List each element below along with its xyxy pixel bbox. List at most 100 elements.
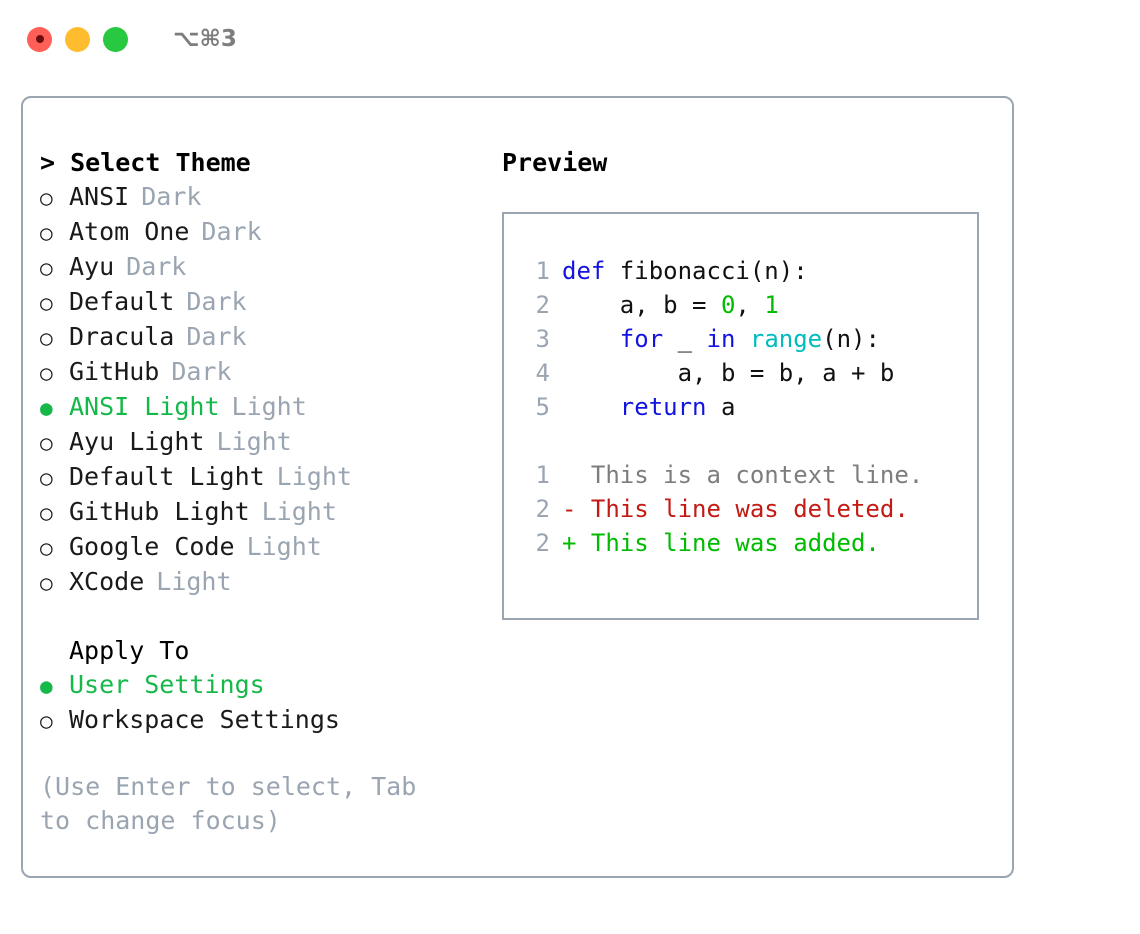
theme-option-label: Ayu: [69, 252, 115, 281]
diff-line-text-del: - This line was deleted.: [562, 495, 909, 523]
theme-option-label: GitHub: [69, 357, 160, 386]
radio-unselected-icon: ○: [40, 709, 53, 733]
diff-line-number: 2: [535, 529, 550, 557]
apply-to-option-label: Workspace Settings: [69, 705, 340, 734]
theme-option-variant-tag: Dark: [186, 287, 247, 316]
maximize-button-icon[interactable]: [103, 26, 128, 52]
title-bar: ⌥⌘3: [0, 0, 1140, 78]
radio-unselected-icon: ○: [40, 361, 53, 385]
code-token-id: ,: [735, 291, 765, 319]
theme-option-variant-tag: Light: [216, 427, 292, 456]
theme-option-github[interactable]: ○ GitHub Dark: [40, 355, 500, 390]
keyboard-shortcut-label: ⌥⌘3: [173, 26, 237, 52]
theme-option-variant-tag: Dark: [201, 217, 262, 246]
code-line-number: 2: [535, 291, 550, 319]
minimize-button-icon[interactable]: [65, 26, 90, 52]
theme-option-label: ANSI Light: [69, 392, 220, 421]
close-button-icon[interactable]: [27, 26, 52, 52]
apply-to-list: ●User Settings ○ Workspace Settings: [40, 668, 500, 738]
theme-option-variant-tag: Dark: [186, 322, 247, 351]
code-token-id: (n):: [822, 325, 880, 353]
theme-option-label: Ayu Light: [69, 427, 205, 456]
radio-unselected-icon: ○: [40, 571, 53, 595]
code-line: 2 a, b = 0, 1: [522, 288, 977, 322]
code-line-number: 3: [535, 325, 550, 353]
diff-line: 2 + This line was added.: [522, 526, 977, 560]
code-token-id: a: [706, 393, 736, 421]
apply-to-option-workspace-settings[interactable]: ○ Workspace Settings: [40, 703, 500, 738]
keyboard-hint: (Use Enter to select, Tab to change focu…: [40, 772, 417, 835]
code-token-num: 0: [720, 291, 736, 319]
diff-line-text-ctx: This is a context line.: [562, 461, 924, 489]
diff-line-text-add: + This line was added.: [562, 529, 880, 557]
code-line-number: 1: [535, 257, 550, 285]
theme-option-ansi-light[interactable]: ● ANSI Light Light: [40, 390, 500, 425]
theme-option-variant-tag: Dark: [126, 252, 187, 281]
code-line: 1 def fibonacci(n):: [522, 254, 977, 288]
theme-option-label: Default: [69, 287, 175, 316]
radio-selected-icon: ●: [40, 396, 53, 420]
code-token-id: fibonacci(n):: [605, 257, 808, 285]
radio-unselected-icon: ○: [40, 256, 53, 280]
theme-option-label: GitHub Light: [69, 497, 250, 526]
theme-option-variant-tag: Dark: [141, 182, 202, 211]
code-token-fn: range: [749, 325, 823, 353]
theme-option-variant-tag: Light: [276, 462, 352, 491]
theme-option-ayu-light[interactable]: ○ Ayu Light Light: [40, 425, 500, 460]
radio-unselected-icon: ○: [40, 431, 53, 455]
diff-line-number: 2: [535, 495, 550, 523]
code-line: 3 for _ in range(n):: [522, 322, 977, 356]
diff-gap: [522, 424, 977, 458]
code-line-text: a, b = 0, 1: [562, 288, 779, 322]
radio-unselected-icon: ○: [40, 536, 53, 560]
theme-option-variant-tag: Light: [231, 392, 307, 421]
code-line-text: def fibonacci(n):: [562, 254, 808, 288]
list-spacer: [40, 600, 500, 634]
diff-line: 1 This is a context line.: [522, 458, 977, 492]
code-token-id: [562, 393, 620, 421]
code-token-kw: return: [619, 393, 707, 421]
select-theme-header: > Select Theme: [40, 148, 251, 177]
close-focus-dot: [35, 35, 44, 43]
radio-unselected-icon: ○: [40, 221, 53, 245]
code-line: 5 return a: [522, 390, 977, 424]
theme-option-label: Dracula: [69, 322, 175, 351]
theme-option-default[interactable]: ○ Default Dark: [40, 285, 500, 320]
radio-unselected-icon: ○: [40, 291, 53, 315]
radio-unselected-icon: ○: [40, 501, 53, 525]
theme-option-dracula[interactable]: ○ Dracula Dark: [40, 320, 500, 355]
apply-to-header: Apply To: [69, 636, 190, 665]
code-line: 4 a, b = b, a + b: [522, 356, 977, 390]
apply-to-option-user-settings[interactable]: ●User Settings: [40, 668, 500, 703]
code-token-id: _: [663, 325, 707, 353]
code-token-id: a, b = b, a + b: [562, 359, 895, 387]
apply-to-option-label: User Settings: [69, 670, 265, 699]
code-line-text: return a: [562, 390, 736, 424]
theme-option-variant-tag: Dark: [171, 357, 232, 386]
code-line-text: a, b = b, a + b: [562, 356, 895, 390]
theme-option-label: ANSI: [69, 182, 130, 211]
code-token-kw: def: [562, 257, 606, 285]
radio-unselected-icon: ○: [40, 326, 53, 350]
theme-option-label: Default Light: [69, 462, 265, 491]
code-line-text: for _ in range(n):: [562, 322, 880, 356]
theme-option-label: XCode: [69, 567, 145, 596]
code-token-kw: for: [619, 325, 664, 353]
code-line-number: 5: [535, 393, 550, 421]
theme-option-ayu[interactable]: ○ Ayu Dark: [40, 250, 500, 285]
theme-option-variant-tag: Light: [246, 532, 322, 561]
